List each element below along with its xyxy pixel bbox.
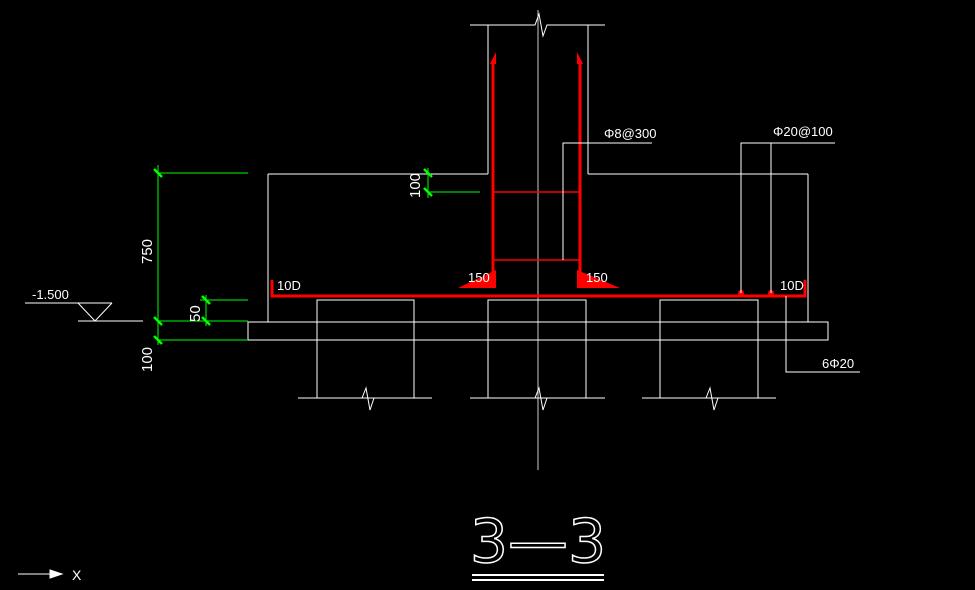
anchor-right-label: 150 [586, 270, 608, 285]
bottom-bar-leader-1 [740, 142, 835, 293]
pile-right-break [642, 386, 776, 411]
bottom-main-rebar [270, 280, 807, 298]
tick-50-bottom [201, 316, 211, 326]
dim-750-label: 750 [139, 239, 156, 264]
pile-left-break [298, 386, 432, 411]
pile-center [487, 299, 587, 399]
pile-right [659, 299, 759, 399]
stirrup-leader [562, 142, 652, 260]
dimension-texts: 750 100 50 100 [139, 173, 424, 372]
title-underline [472, 574, 604, 581]
tick-100-top [423, 168, 433, 178]
leader-lines [562, 142, 860, 373]
tick-footing-bottom [153, 316, 163, 326]
hook-left-label: 10D [277, 278, 301, 293]
elevation-marker [25, 302, 143, 322]
column-rebar-left-hook [490, 52, 496, 64]
dim-100-top-label: 100 [407, 173, 424, 198]
text-labels: Φ8@300 Φ20@100 6Φ20 10D 10D 150 150 -1.5… [32, 124, 854, 371]
anchor-bend-right [577, 270, 620, 288]
dim-100-bottom-label: 100 [139, 347, 156, 372]
tick-50-top [201, 295, 211, 305]
hook-right-label: 10D [780, 278, 804, 293]
dimension-lines [157, 165, 480, 345]
rebar-group [270, 62, 807, 298]
tick-100-bottom [423, 187, 433, 197]
section-title: 3—3 [470, 507, 606, 577]
pile-left [316, 299, 415, 399]
concrete-outline [247, 10, 829, 470]
column-rebar-right-hook [577, 52, 583, 64]
tick-750-top [153, 168, 163, 178]
dim-50-label: 50 [187, 305, 204, 322]
anchor-bend-left [458, 270, 496, 288]
stirrup-spec-label: Φ8@300 [604, 126, 657, 141]
elevation-label: -1.500 [32, 287, 69, 302]
x-axis-label: X [72, 567, 82, 583]
bottom-bar-spec-label: Φ20@100 [773, 124, 833, 139]
tick-cushion-bottom [153, 335, 163, 345]
side-bar-leader [785, 296, 860, 373]
column-top-break [470, 12, 605, 38]
anchor-left-label: 150 [468, 270, 490, 285]
x-axis-indicator [18, 569, 64, 579]
x-axis-arrow-head [49, 569, 64, 579]
pile-center-break [470, 386, 605, 411]
side-bars-label: 6Φ20 [822, 356, 854, 371]
elevation-triangle [77, 302, 113, 322]
dimension-ticks [153, 168, 433, 345]
rebar-anchors [458, 52, 774, 296]
